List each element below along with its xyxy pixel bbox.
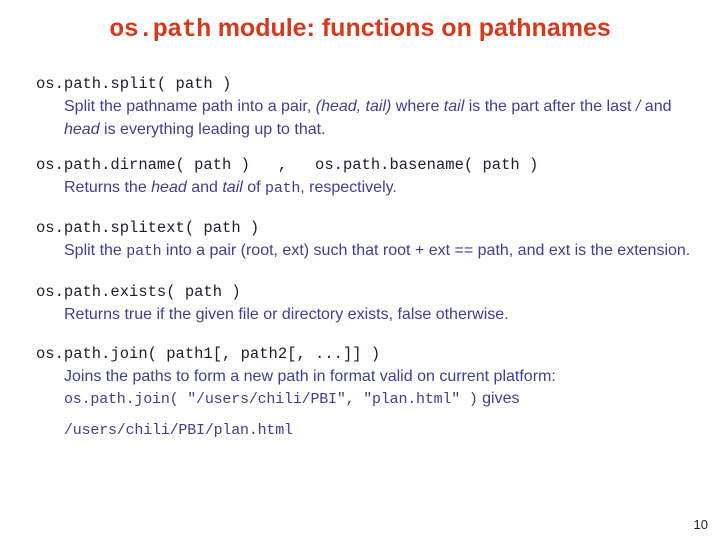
- desc-italic-head: head: [64, 120, 100, 138]
- desc-text: , respectively.: [300, 179, 397, 196]
- desc-italic-head-tail: (head, tail): [315, 98, 392, 115]
- function-description-splitext: Split the path into a pair (root, ext) s…: [64, 240, 696, 264]
- function-entry-splitext: os.path.splitext( path ) Split the path …: [36, 218, 696, 264]
- desc-example-result: /users/chili/PBI/plan.html: [64, 421, 293, 439]
- desc-text-line: Joins the paths to form a new path in fo…: [64, 367, 556, 385]
- title-text-part: module: functions on pathnames: [210, 14, 611, 42]
- desc-italic-head: head: [151, 179, 187, 196]
- desc-italic-tail: tail: [222, 179, 243, 196]
- function-entry-dirname-basename: os.path.dirname( path ) , os.path.basena…: [36, 155, 696, 201]
- desc-text: is everything leading up to that.: [99, 120, 326, 138]
- desc-text: Returns the: [64, 179, 152, 196]
- function-list: os.path.split( path ) Split the pathname…: [36, 74, 696, 445]
- function-entry-split: os.path.split( path ) Split the pathname…: [36, 74, 696, 141]
- function-description-join: Joins the paths to form a new path in fo…: [64, 366, 696, 445]
- function-description-exists: Returns true if the given file or direct…: [64, 304, 696, 327]
- function-signature-dirname-basename: os.path.dirname( path ) , os.path.basena…: [36, 156, 539, 174]
- desc-example-call: os.path.join( "/users/chili/PBI", "plan.…: [64, 391, 478, 408]
- function-signature-exists: os.path.exists( path ): [36, 283, 241, 301]
- function-description-dirname-basename: Returns the head and tail of path, respe…: [64, 177, 696, 201]
- desc-code-path: path: [126, 242, 162, 260]
- page-title: os.path module: functions on pathnames: [0, 14, 720, 44]
- function-description-split: Split the pathname path into a pair, (he…: [64, 96, 696, 141]
- page-number: 10: [693, 517, 708, 532]
- function-signature-splitext: os.path.splitext( path ): [36, 218, 260, 237]
- desc-text: where: [391, 98, 444, 115]
- desc-text: Returns true if the given file or direct…: [64, 306, 509, 323]
- desc-italic-slash: /: [635, 98, 641, 115]
- function-signature-join: os.path.join( path1[, path2[, ...]] ): [36, 344, 381, 363]
- desc-text: of: [242, 179, 266, 196]
- desc-text: and: [640, 98, 672, 115]
- desc-code-path: path: [265, 180, 301, 197]
- title-code-part: os.path: [109, 15, 211, 44]
- function-entry-join: os.path.join( path1[, path2[, ...]] ) Jo…: [36, 344, 696, 445]
- desc-text: and: [186, 179, 223, 196]
- desc-text: is the part after the last: [464, 98, 636, 115]
- function-signature-split: os.path.split( path ): [36, 75, 232, 93]
- function-entry-exists: os.path.exists( path ) Returns true if t…: [36, 282, 696, 327]
- desc-example-gives: gives: [477, 390, 520, 407]
- desc-text: Split the pathname path into a pair,: [64, 98, 316, 115]
- desc-italic-tail: tail: [443, 98, 465, 115]
- desc-example-call-line: os.path.join( "/users/chili/PBI", "plan.…: [64, 388, 696, 412]
- desc-text: into a pair (root, ext) such that root +…: [161, 241, 691, 259]
- desc-text: Split the: [64, 241, 127, 259]
